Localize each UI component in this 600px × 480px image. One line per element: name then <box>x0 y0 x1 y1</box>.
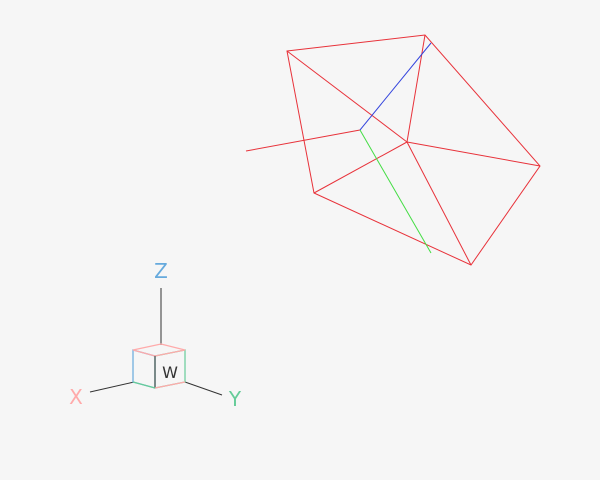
ucs-z-axis-line <box>359 42 432 131</box>
z-axis-label: Z <box>154 259 168 283</box>
viewcube[interactable]: W Z X Y <box>69 259 242 411</box>
model-edge[interactable] <box>406 141 472 266</box>
cube-edge <box>132 381 156 389</box>
cube-face-label[interactable]: W <box>162 363 178 382</box>
pentagon-outline[interactable] <box>286 34 541 266</box>
x-axis-line <box>89 381 135 393</box>
model-edge[interactable] <box>245 129 361 152</box>
model-edge[interactable] <box>406 34 426 143</box>
x-axis-label: X <box>69 385 83 409</box>
y-axis-label: Y <box>228 387 242 411</box>
cube-top-face[interactable] <box>132 343 186 357</box>
cube-edge <box>154 381 186 389</box>
y-axis-line <box>184 381 223 396</box>
model-edge[interactable] <box>313 141 408 194</box>
ucs-y-axis-line <box>359 129 432 254</box>
wireframe-model[interactable] <box>245 34 541 266</box>
model-edge[interactable] <box>406 141 541 167</box>
model-edge[interactable] <box>286 50 408 143</box>
